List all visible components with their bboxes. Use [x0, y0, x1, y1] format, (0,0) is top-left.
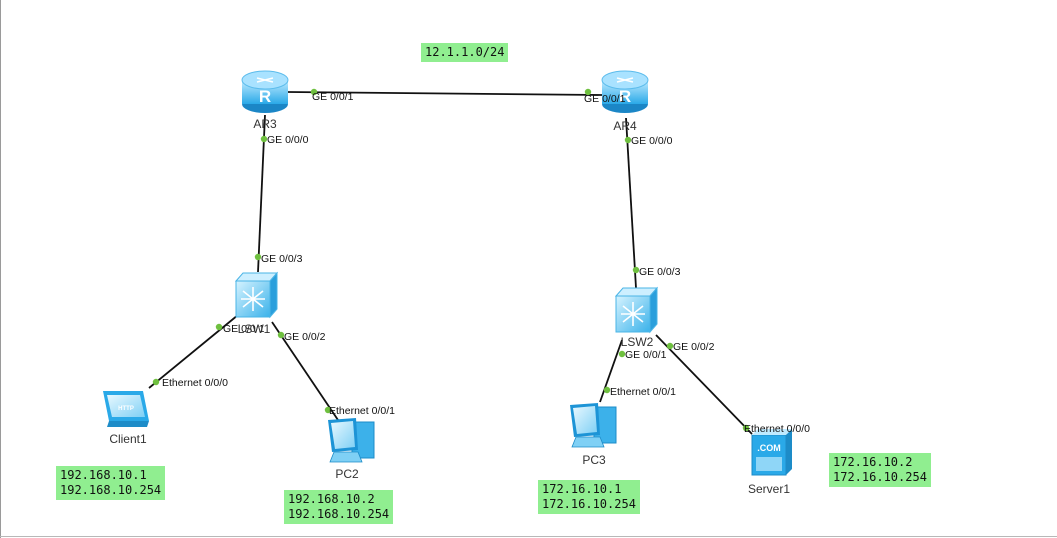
- device-name-pc3: PC3: [582, 453, 606, 467]
- gateway-address: 172.16.10.254: [833, 470, 927, 484]
- port-label-lsw1: GE 0/0/1: [223, 323, 265, 335]
- wan-subnet-note: 12.1.1.0/24: [421, 43, 509, 62]
- gateway-address: 172.16.10.254: [542, 497, 636, 511]
- port-dot-ar3: [260, 135, 268, 143]
- server-icon[interactable]: .COM: [751, 429, 792, 476]
- device-name-pc2: PC2: [335, 467, 359, 481]
- switch-icon[interactable]: [234, 271, 279, 319]
- router-icon[interactable]: R: [241, 70, 289, 113]
- port-label-lsw1: GE 0/0/3: [261, 253, 303, 265]
- canvas-bottom-border: [0, 536, 1057, 537]
- port-dot-lsw2: [632, 266, 640, 274]
- svg-text:HTTP: HTTP: [118, 406, 134, 412]
- link-ar3-ar4[interactable]: [287, 91, 603, 96]
- link-lsw2-server1[interactable]: [655, 334, 753, 435]
- port-label-lsw2: GE 0/0/1: [625, 349, 667, 361]
- link-lsw1-pc2[interactable]: [271, 321, 339, 421]
- port-dot-ar4: [584, 88, 592, 96]
- port-label-lsw2: GE 0/0/2: [673, 341, 715, 353]
- gateway-address: 192.168.10.254: [288, 507, 390, 521]
- labels-layer: GE 0/0/1 GE 0/0/1 GE 0/0/0 GE 0/0/3 GE 0/0/0…: [109, 91, 810, 496]
- links-layer: [148, 88, 753, 435]
- port-label-ar4: GE 0/0/1: [584, 93, 626, 105]
- router-icon[interactable]: R: [601, 70, 649, 113]
- port-label-ar3: GE 0/0/1: [312, 91, 354, 103]
- svg-text:R: R: [619, 87, 631, 106]
- device-name-lsw2: LSW2: [621, 335, 654, 349]
- device-name-ar4: AR4: [613, 119, 637, 133]
- ip-address: 172.16.10.1: [542, 482, 622, 496]
- port-label-pc2: Ethernet 0/0/1: [329, 405, 395, 417]
- devices-layer: R R HTTP .COM: [103, 70, 792, 476]
- link-lsw2-pc3[interactable]: [599, 339, 623, 403]
- port-label-client1: Ethernet 0/0/0: [162, 377, 228, 389]
- port-label-ar3: GE 0/0/0: [267, 134, 309, 146]
- port-dot-client1: [152, 378, 160, 386]
- port-label-ar4: GE 0/0/0: [631, 135, 673, 147]
- device-name-server1: Server1: [748, 482, 790, 496]
- ip-address: 192.168.10.1: [60, 468, 147, 482]
- switch-icon[interactable]: [614, 286, 659, 334]
- port-label-lsw2: GE 0/0/3: [639, 266, 681, 278]
- port-dot-pc3: [603, 386, 611, 394]
- port-dot-lsw2: [666, 342, 674, 350]
- device-name-ar3: AR3: [253, 117, 277, 131]
- device-name-client1: Client1: [109, 432, 147, 446]
- pc-icon[interactable]: [328, 418, 375, 463]
- port-dot-ar3: [310, 88, 318, 96]
- client-icon[interactable]: HTTP: [103, 391, 149, 427]
- port-dot-lsw1: [254, 253, 262, 261]
- canvas-left-border: [0, 0, 1, 538]
- ip-address: 192.168.10.2: [288, 492, 375, 506]
- port-dot-pc2: [324, 406, 332, 414]
- port-label-server1: Ethernet 0/0/0: [744, 423, 810, 435]
- link-lsw1-client1[interactable]: [148, 314, 239, 389]
- port-label-lsw1: GE 0/0/2: [284, 331, 326, 343]
- device-name-lsw1: LSW1: [238, 322, 271, 336]
- port-dot-lsw1: [277, 331, 285, 339]
- pc-icon[interactable]: [570, 403, 617, 448]
- ip-address: 172.16.10.2: [833, 455, 913, 469]
- port-dot-lsw2: [618, 350, 626, 358]
- port-dot-lsw1: [215, 323, 223, 331]
- svg-text:.COM: .COM: [757, 443, 781, 453]
- port-dot-ar4: [624, 136, 632, 144]
- port-dot-server1: [742, 424, 750, 432]
- svg-text:R: R: [259, 87, 271, 106]
- port-label-pc3: Ethernet 0/0/1: [610, 386, 676, 398]
- gateway-address: 192.168.10.254: [60, 483, 162, 497]
- link-ar4-lsw2[interactable]: [625, 117, 637, 289]
